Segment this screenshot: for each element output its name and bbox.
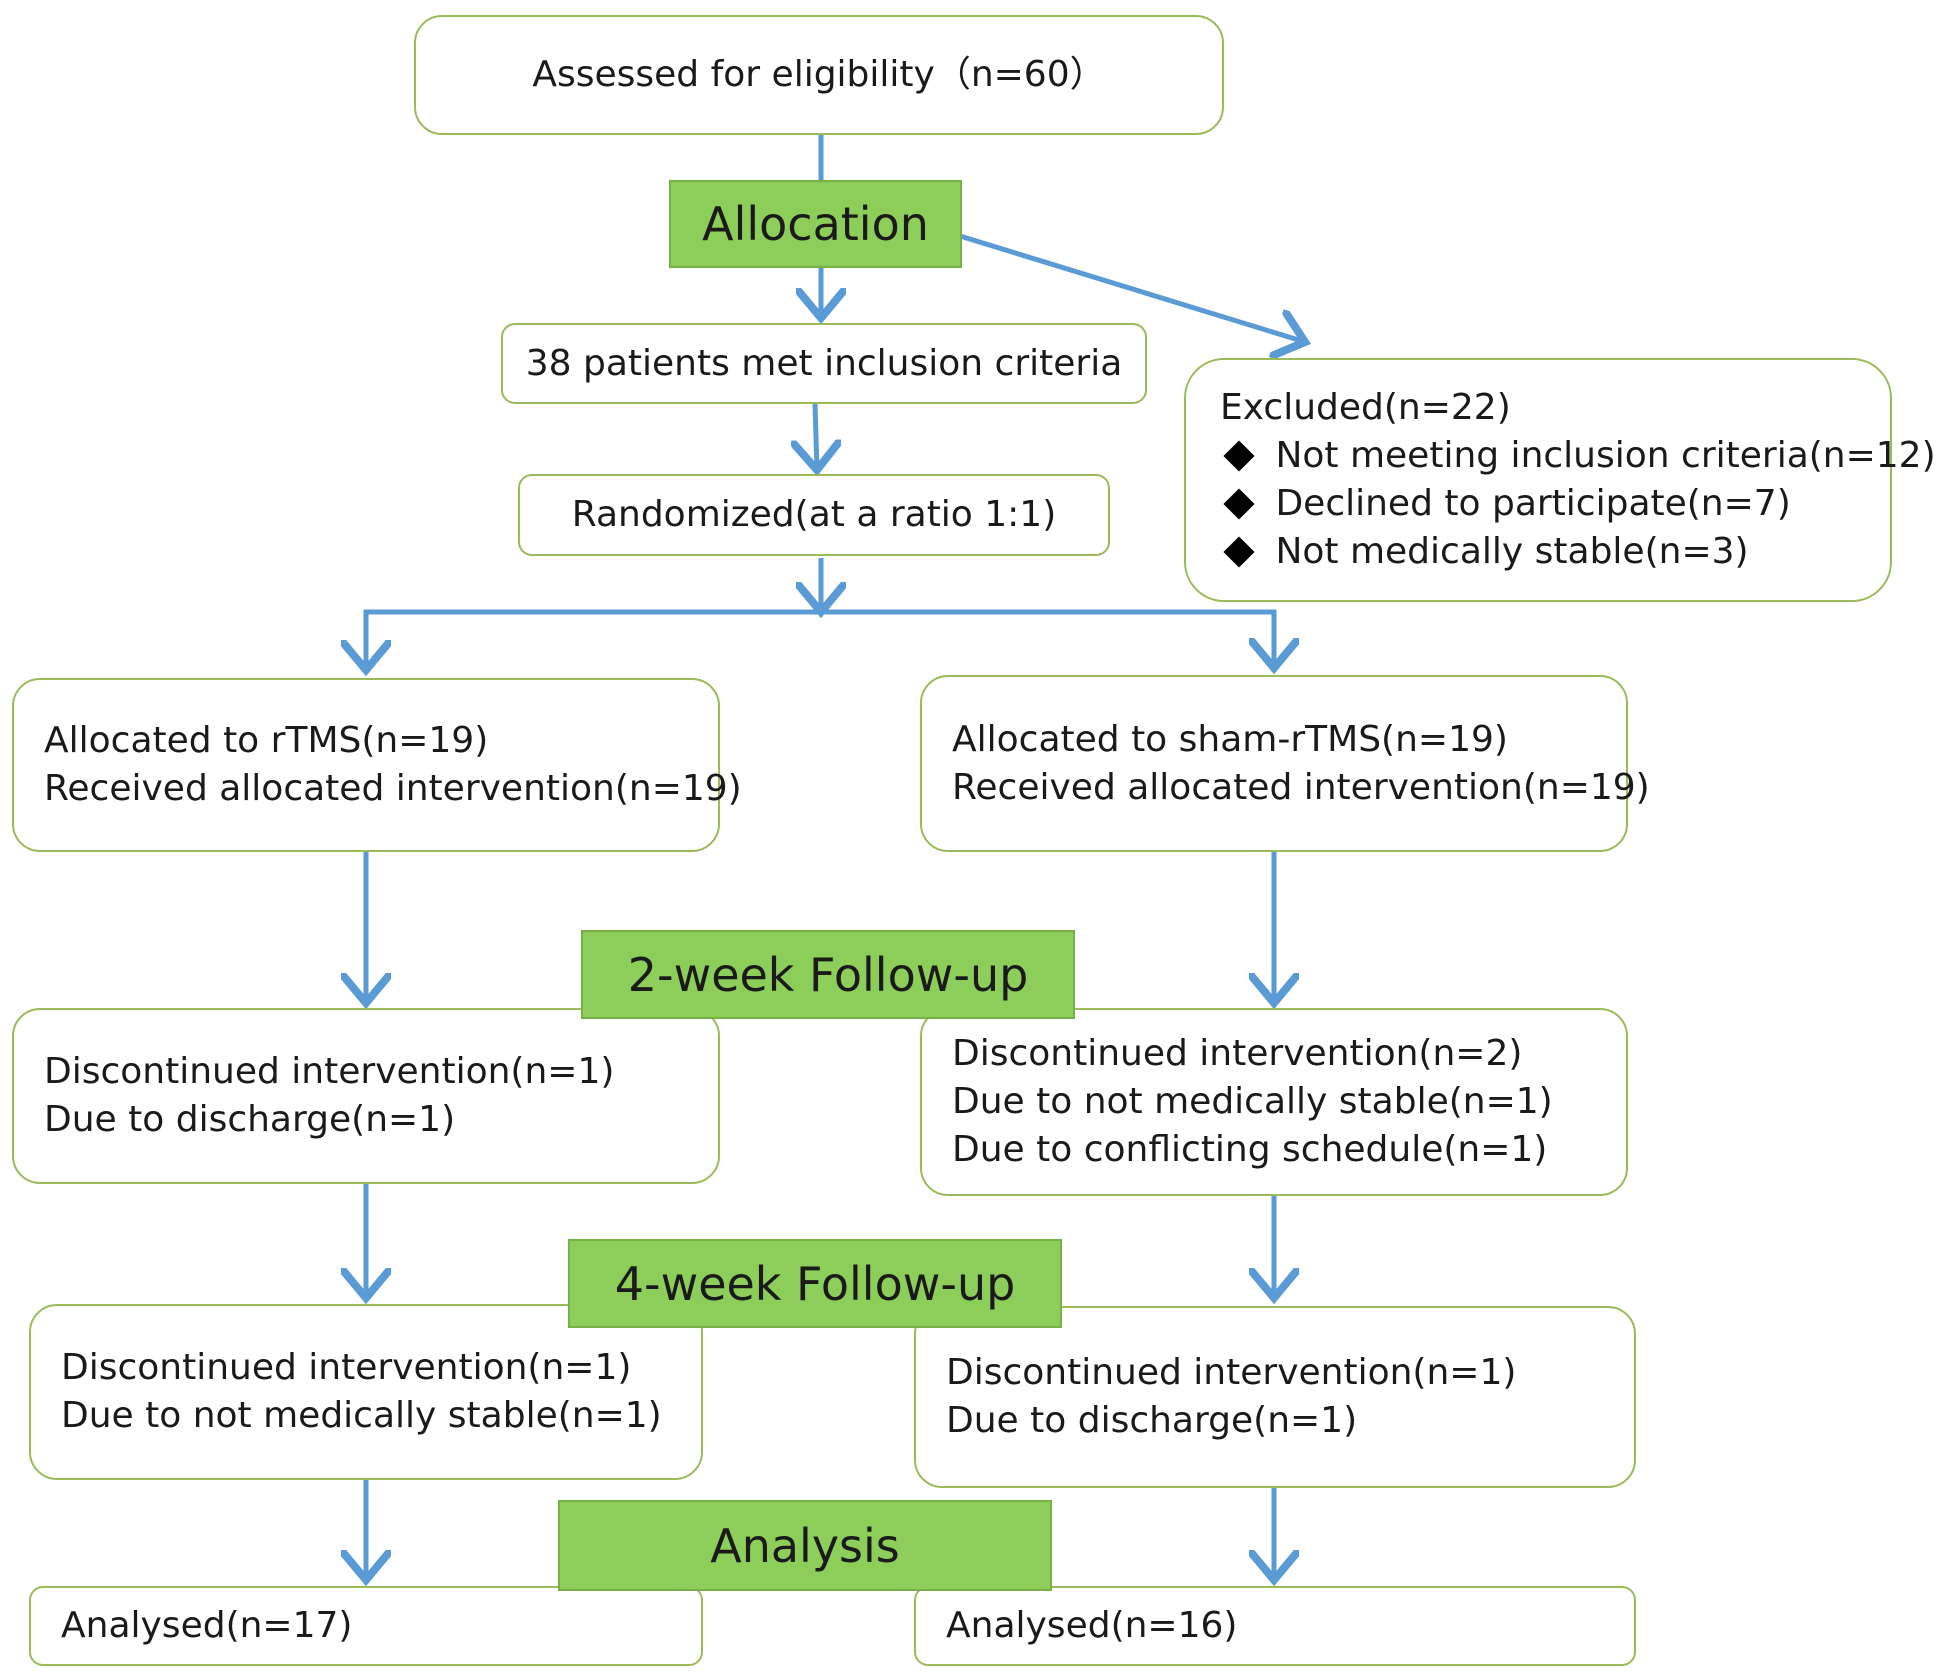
rtms-received-line: Received allocated intervention(n=19): [44, 768, 742, 809]
met-criteria-text: 38 patients met inclusion criteria: [525, 342, 1123, 384]
sham-week2-line: Due to not medically stable(n=1): [952, 1081, 1553, 1122]
rtms-week2-line: Due to discharge(n=1): [44, 1099, 456, 1140]
rtms-week2-box: Discontinued intervention(n=1) Due to di…: [12, 1008, 720, 1184]
rtms-analysed-box: Analysed(n=17): [29, 1586, 703, 1666]
line-split-horizontal: [363, 609, 1277, 672]
sham-week4-line: Due to discharge(n=1): [946, 1400, 1358, 1441]
arrow-criteria-to-randomized: [815, 403, 817, 470]
sham-week2-line: Discontinued intervention(n=2): [952, 1033, 1523, 1074]
randomized-box: Randomized(at a ratio 1:1): [518, 474, 1110, 556]
sham-analysed-box: Analysed(n=16): [914, 1586, 1636, 1666]
excluded-title: Excluded(n=22): [1220, 387, 1511, 428]
arrow-allocation-to-excluded: [959, 233, 1305, 342]
sham-analysed-text: Analysed(n=16): [946, 1605, 1238, 1646]
sham-allocated-line: Allocated to sham-rTMS(n=19): [952, 718, 1508, 760]
rtms-week4-line: Discontinued intervention(n=1): [61, 1347, 632, 1388]
sham-week2-box: Discontinued intervention(n=2) Due to no…: [920, 1008, 1628, 1196]
allocation-stage: Allocation: [669, 180, 962, 268]
analysis-stage: Analysis: [558, 1500, 1052, 1591]
randomized-text: Randomized(at a ratio 1:1): [571, 494, 1057, 535]
excluded-item: Not medically stable(n=3): [1220, 528, 1890, 576]
met-criteria-box: 38 patients met inclusion criteria: [501, 323, 1147, 404]
excluded-box: Excluded(n=22) Not meeting inclusion cri…: [1184, 358, 1936, 602]
assessed-box: Assessed for eligibility（n=60）: [414, 15, 1224, 135]
diamond-bullet-icon: [1223, 536, 1255, 568]
excluded-item: Not meeting inclusion criteria(n=12): [1220, 432, 1936, 480]
excluded-item-text: Not medically stable(n=3): [1275, 531, 1749, 572]
sham-week4-line: Discontinued intervention(n=1): [946, 1352, 1517, 1393]
diamond-bullet-icon: [1223, 488, 1255, 520]
rtms-allocated-box: Allocated to rTMS(n=19) Received allocat…: [12, 678, 742, 852]
sham-allocated-box: Allocated to sham-rTMS(n=19) Received al…: [920, 675, 1650, 852]
diamond-bullet-icon: [1223, 440, 1255, 472]
assessed-text: Assessed for eligibility（n=60）: [532, 54, 1106, 95]
sham-week2-line: Due to conflicting schedule(n=1): [952, 1129, 1548, 1170]
sham-received-line: Received allocated intervention(n=19): [952, 766, 1650, 808]
sham-week4-box: Discontinued intervention(n=1) Due to di…: [914, 1306, 1636, 1488]
week4-stage: 4-week Follow-up: [568, 1239, 1062, 1328]
rtms-allocated-line: Allocated to rTMS(n=19): [44, 720, 489, 761]
excluded-item: Declined to participate(n=7): [1220, 480, 1890, 528]
week2-stage: 2-week Follow-up: [581, 930, 1075, 1019]
excluded-item-text: Not meeting inclusion criteria(n=12): [1275, 435, 1936, 476]
rtms-week4-box: Discontinued intervention(n=1) Due to no…: [29, 1304, 703, 1480]
rtms-week2-line: Discontinued intervention(n=1): [44, 1051, 615, 1092]
excluded-item-text: Declined to participate(n=7): [1275, 483, 1791, 524]
rtms-analysed-text: Analysed(n=17): [61, 1605, 353, 1646]
rtms-week4-line: Due to not medically stable(n=1): [61, 1395, 662, 1436]
